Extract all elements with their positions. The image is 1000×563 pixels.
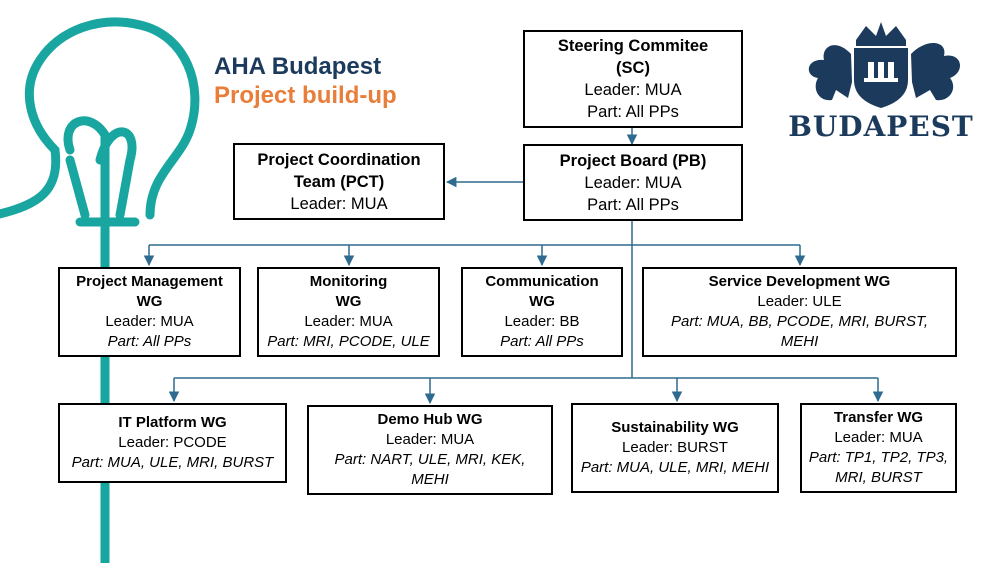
coat-of-arms-icon: [808, 22, 961, 108]
box-leader: Leader: ULE: [757, 293, 842, 310]
box-part: Part: TP1, TP2, TP3, MRI, BURST: [808, 449, 949, 486]
box-name: IT Platform WG: [118, 414, 227, 431]
box-name: Demo Hub WG: [377, 411, 483, 428]
project-board-box: Project Board (PB) Leader: MUA Part: All…: [523, 144, 743, 221]
box-name: Monitoring WG: [309, 273, 388, 310]
title-block: AHA Budapest Project build-up: [214, 52, 397, 110]
sustainability-wg-box: Sustainability WG Leader: BURST Part: MU…: [571, 403, 779, 493]
box-leader: Leader: MUA: [584, 173, 682, 192]
box-leader: Leader: PCODE: [118, 434, 227, 451]
budapest-logo: BUDAPEST: [776, 18, 986, 148]
box-leader: Leader: BURST: [622, 439, 728, 456]
box-name: Communication WG: [485, 273, 599, 310]
box-leader: Leader: MUA: [385, 431, 475, 448]
box-leader: Leader: MUA: [834, 429, 923, 446]
lightbulb-icon: [0, 17, 200, 563]
box-part: Part: MUA, BB, PCODE, MRI, BURST, MEHI: [671, 313, 928, 350]
communication-wg-box: Communication WG Leader: BB Part: All PP…: [461, 267, 623, 357]
box-leader: Leader: MUA: [290, 194, 388, 213]
box-part: Part: MUA, ULE, MRI, BURST: [71, 454, 274, 471]
project-management-wg-box: Project Management WG Leader: MUA Part: …: [58, 267, 241, 357]
box-part: Part: All PPs: [107, 333, 192, 350]
box-part: Part: NART, ULE, MRI, KEK, MEHI: [334, 451, 526, 488]
page-subtitle: Project build-up: [214, 82, 397, 109]
connectors: [143, 128, 884, 405]
box-leader: Leader: MUA: [304, 313, 393, 330]
it-platform-wg-box: IT Platform WG Leader: PCODE Part: MUA, …: [58, 403, 287, 483]
project-coordination-team-box: Project Coordination Team (PCT) Leader: …: [233, 143, 445, 220]
box-leader: Leader: MUA: [584, 81, 682, 99]
box-name: Transfer WG: [833, 409, 924, 426]
box-part: Part: All PPs: [587, 103, 679, 121]
transfer-wg-box: Transfer WG Leader: MUA Part: TP1, TP2, …: [800, 403, 957, 493]
box-part: Part: MRI, PCODE, ULE: [267, 333, 430, 350]
box-part: Part: MUA, ULE, MRI, MEHI: [580, 459, 770, 476]
box-part: Part: All PPs: [500, 333, 584, 350]
monitoring-wg-box: Monitoring WG Leader: MUA Part: MRI, PCO…: [257, 267, 440, 357]
box-name: Project Management WG: [76, 273, 223, 310]
box-name: Project Coordination Team (PCT): [257, 150, 421, 191]
box-name: Steering Commitee (SC): [557, 37, 709, 77]
demo-hub-wg-box: Demo Hub WG Leader: MUA Part: NART, ULE,…: [307, 405, 553, 495]
steering-committee-box: Steering Commitee (SC) Leader: MUA Part:…: [523, 30, 743, 128]
box-name: Service Development WG: [708, 273, 891, 290]
logo-text: BUDAPEST: [788, 110, 974, 143]
box-leader: Leader: MUA: [105, 313, 194, 330]
box-leader: Leader: BB: [504, 313, 580, 330]
service-development-wg-box: Service Development WG Leader: ULE Part:…: [642, 267, 957, 357]
box-name: Sustainability WG: [611, 419, 739, 436]
box-name: Project Board (PB): [559, 151, 707, 170]
page-title: AHA Budapest: [214, 53, 382, 80]
box-part: Part: All PPs: [587, 195, 679, 214]
